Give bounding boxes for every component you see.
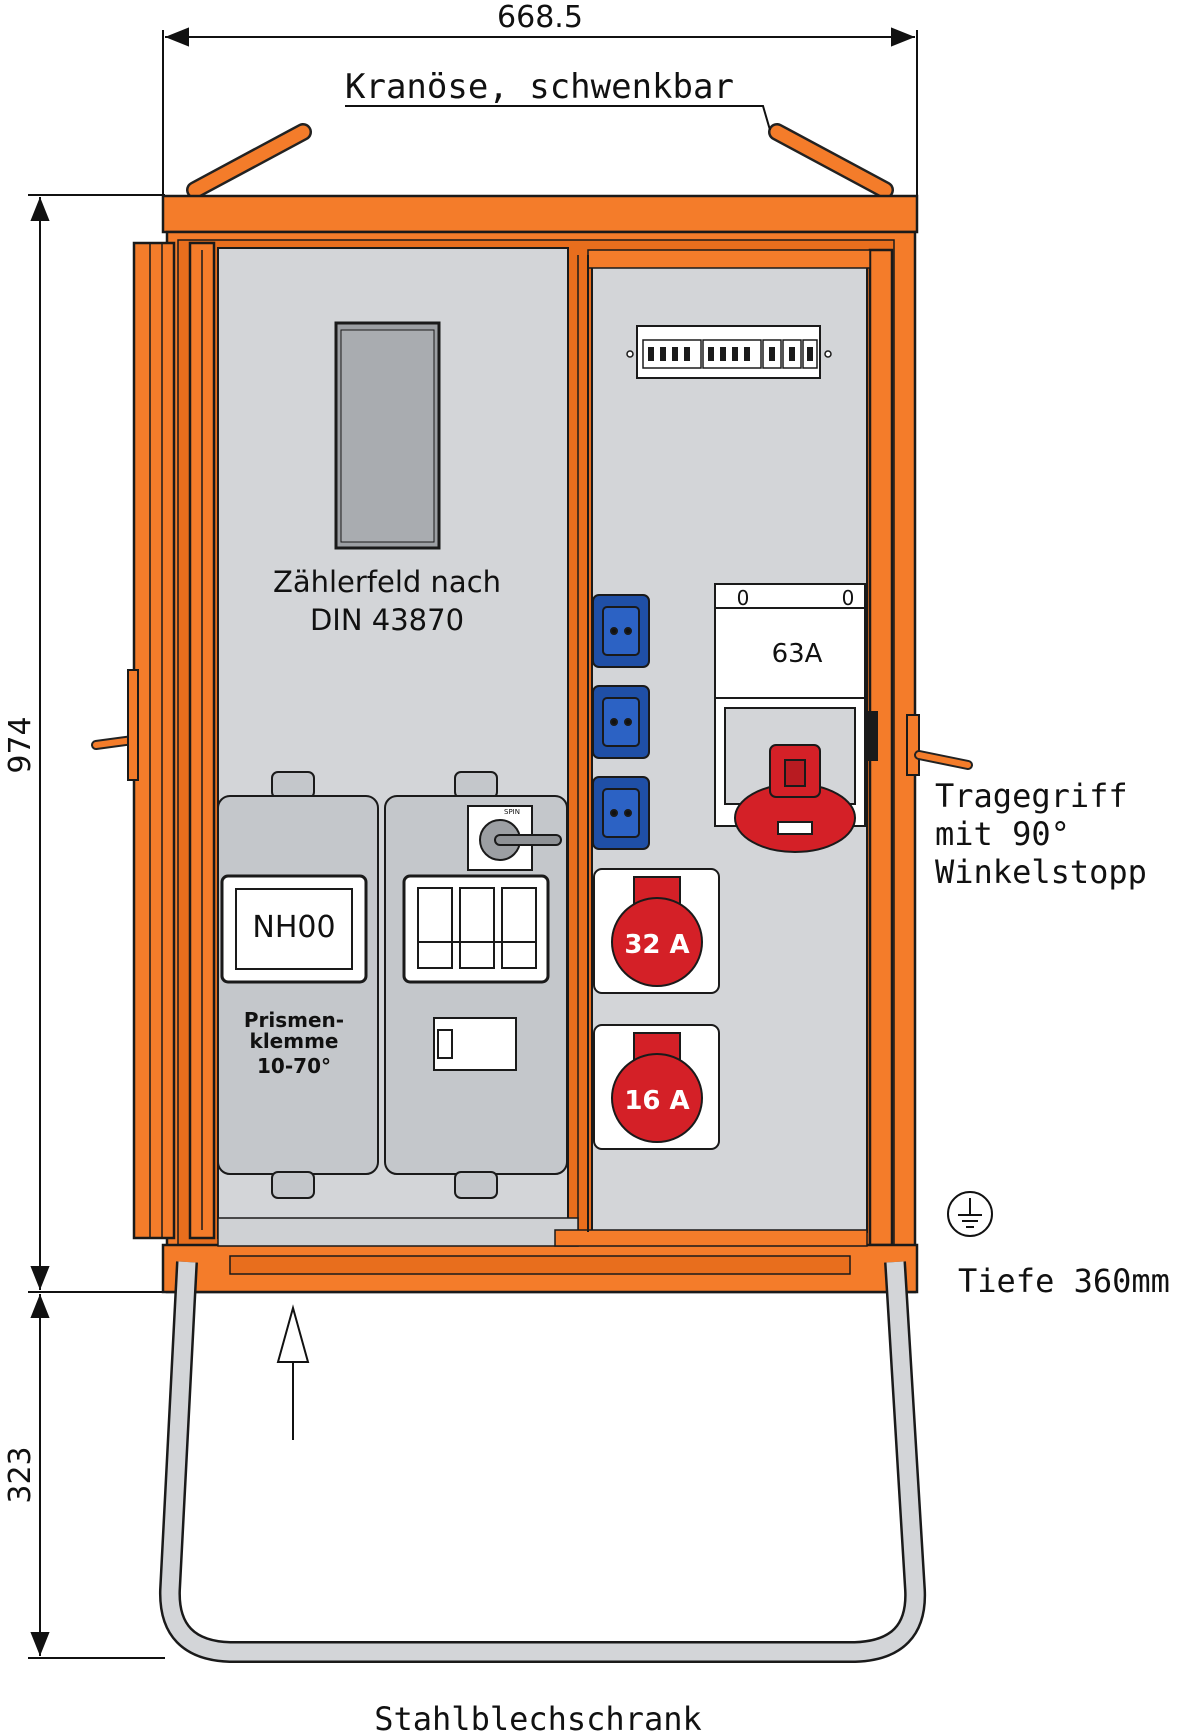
arrow-up-icon: [276, 1304, 310, 1440]
handle-label-line1: Tragegriff: [935, 777, 1128, 815]
circuit-breakers: [648, 347, 813, 361]
height-dimension: [28, 194, 165, 1659]
earth-ground-icon: [947, 1191, 993, 1237]
stand-frame: [158, 1261, 927, 1663]
socket-32a-label: 32 A: [624, 930, 689, 960]
stand-height-value: 323: [3, 1446, 38, 1503]
main-rating-label: 63A: [772, 639, 823, 669]
crane-eye-label: Kranöse, schwenkbar: [345, 67, 734, 107]
main-switch-panel: [384, 771, 568, 1199]
carry-handle: [906, 714, 973, 776]
cabinet-height-value: 974: [3, 716, 38, 773]
main-socket-63a: [714, 583, 878, 853]
schuko-socket-2: [592, 685, 650, 759]
schuko-socket-1: [592, 594, 650, 668]
handle-label-line2: mit 90°: [935, 815, 1070, 853]
crane-eye-leader: [345, 105, 771, 131]
prism-line3: 10-70°: [257, 1054, 331, 1078]
cee-socket-32a: [593, 868, 720, 994]
handle-label-line3: Winkelstopp: [935, 853, 1147, 891]
prism-line1: Prismen-: [244, 1008, 344, 1032]
switch-zero-right: 0: [842, 586, 855, 610]
left-side-handle: [91, 669, 139, 781]
fuse-panel: [217, 771, 379, 1199]
meter-field-line2: DIN 43870: [310, 603, 464, 637]
fuse-label: NH00: [252, 910, 335, 945]
schuko-socket-3: [592, 776, 650, 850]
depth-label: Tiefe 360mm: [958, 1262, 1170, 1300]
cabinet-type-label: Stahlblechschrank: [374, 1700, 702, 1734]
crane-eyes: [186, 123, 894, 199]
width-dimension: [162, 27, 918, 195]
socket-16a-label: 16 A: [624, 1086, 689, 1116]
switch-tag: SPIN: [504, 808, 520, 816]
meter-field-line1: Zählerfeld nach: [273, 565, 501, 599]
prism-line2: klemme: [250, 1029, 339, 1053]
switch-zero-left: 0: [737, 586, 750, 610]
cee-socket-16a: [593, 1024, 720, 1150]
width-value: 668.5: [497, 0, 583, 35]
